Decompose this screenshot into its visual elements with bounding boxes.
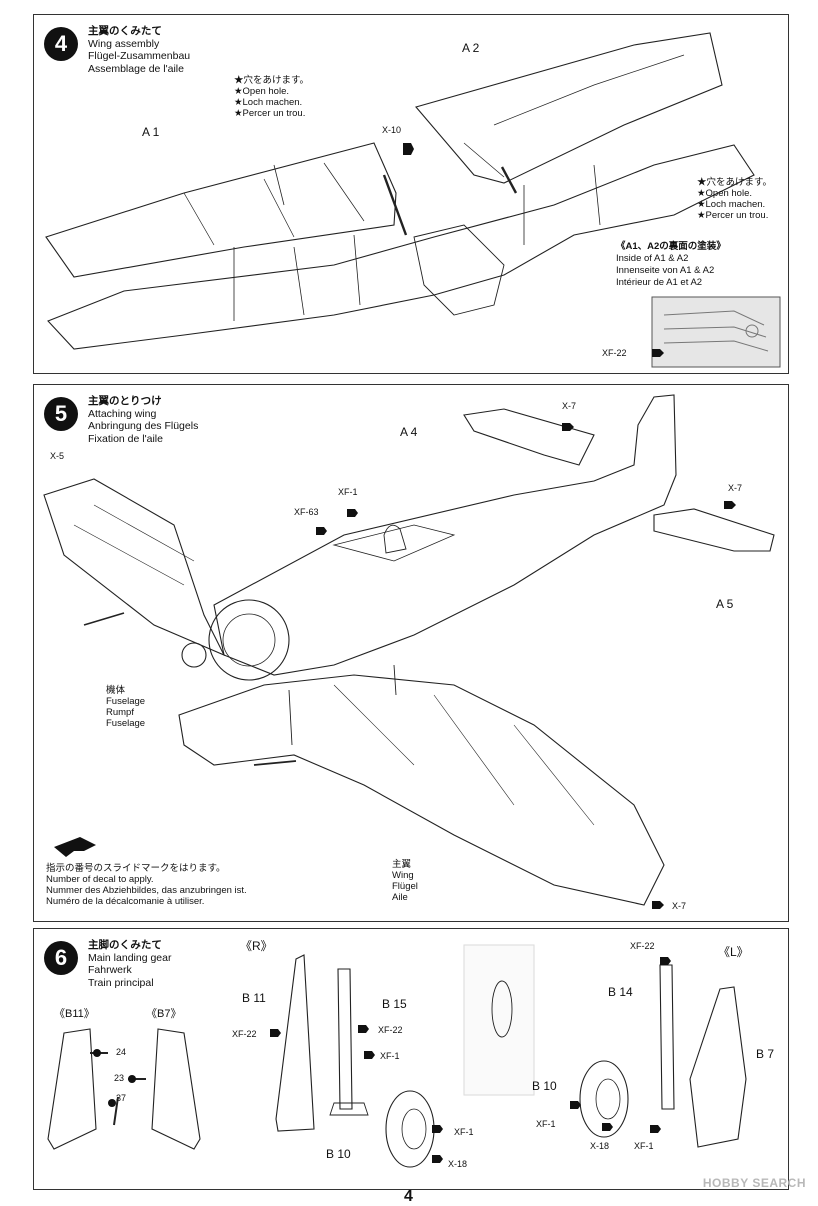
hole-note-right: ★穴をあけます。 ★Open hole. ★Loch machen. ★Perc… — [697, 177, 773, 221]
label-l-x18: X-18 — [590, 1141, 610, 1151]
screw-icon — [602, 1123, 613, 1131]
decal-24: 24 — [116, 1047, 127, 1057]
part-a4-label: A 4 — [400, 425, 418, 439]
inset-paint-label: XF-22 — [602, 348, 627, 358]
screw-icon — [432, 1155, 443, 1163]
label-r-xf22-right: XF-22 — [378, 1025, 403, 1035]
engine-cowling — [208, 599, 290, 681]
fuselage-part — [213, 394, 677, 676]
a2-wing-part — [415, 32, 723, 184]
b10-wheel-right — [385, 1090, 435, 1168]
paint-pointer-icon — [358, 1025, 369, 1033]
label-b11-inset: 《B11》 — [54, 1008, 95, 1020]
step4-title: 主翼のくみたて Wing assembly Flügel-Zusammenbau… — [88, 25, 191, 75]
a4-tailplane-part — [463, 408, 595, 466]
b7-door-inset — [151, 1028, 201, 1150]
paint-pointer-icon — [652, 349, 664, 357]
decal-x7-bottom: X-7 — [672, 901, 687, 911]
hole-note-left: ★穴をあけます。 ★Open hole. ★Loch machen. ★Perc… — [234, 75, 310, 119]
near-wing-part — [178, 674, 665, 906]
lower-wing-part — [47, 144, 755, 350]
b10-wheel-left — [579, 1060, 629, 1138]
label-left-side: 《L》 — [718, 945, 749, 959]
paint-pointer-icon — [432, 1125, 443, 1133]
inset-photo — [651, 296, 781, 368]
label-r-xf1-lower: XF-1 — [454, 1127, 474, 1137]
decal-pointer-icon — [128, 1075, 136, 1083]
step5-panel: 5 主翼のとりつけ Attaching wing Anbringung des … — [33, 384, 789, 922]
step-number-5: 5 — [44, 397, 78, 431]
label-right-side: 《R》 — [240, 939, 273, 953]
step4-panel: 4 主翼のくみたて Wing assembly Flügel-Zusammenb… — [33, 14, 789, 374]
part-a2-label: A 2 — [462, 41, 480, 55]
a1-wing-part — [45, 142, 397, 278]
page-number: 4 — [404, 1188, 413, 1205]
watermark: HOBBY SEARCH — [702, 1176, 806, 1190]
step6-title: 主脚のくみたて Main landing gear Fahrwerk Train… — [88, 939, 172, 989]
decal-pointer-icon — [652, 901, 664, 909]
label-l-b10: B 10 — [532, 1079, 557, 1093]
reference-photo — [463, 944, 535, 1096]
decal-23: 23 — [114, 1073, 125, 1083]
label-r-b15: B 15 — [382, 997, 407, 1011]
decal-x7-right: X-7 — [728, 483, 743, 493]
b11-door-right — [275, 954, 315, 1132]
wing-assembly-drawing — [45, 32, 781, 368]
fuselage-caption: 機体 Fuselage Rumpf Fuselage — [106, 685, 146, 729]
wing-caption: 主翼 Wing Flügel Aile — [392, 859, 418, 903]
decal-note: 指示の番号のスライドマークをはります。 Number of decal to a… — [46, 863, 247, 907]
decal-pointer-icon — [724, 501, 736, 509]
a5-tailplane-part — [653, 508, 775, 552]
label-l-xf22: XF-22 — [630, 941, 655, 951]
paint-pointer-icon — [270, 1029, 281, 1037]
label-r-xf1-upper: XF-1 — [380, 1051, 400, 1061]
paint-pointer-icon — [316, 527, 327, 535]
step6-panel: 6 主脚のくみたて Main landing gear Fahrwerk Tra… — [33, 928, 789, 1190]
label-l-xf1-left: XF-1 — [536, 1119, 556, 1129]
label-l-b14: B 14 — [608, 985, 633, 999]
label-r-b11: B 11 — [242, 991, 266, 1005]
label-l-xf1-bottom: XF-1 — [634, 1141, 654, 1151]
landing-gear-drawing — [47, 944, 747, 1168]
pilot-figure — [383, 524, 407, 554]
decal-pointer-icon — [93, 1049, 101, 1057]
paint-xf1: XF-1 — [338, 487, 358, 497]
label-r-x18: X-18 — [448, 1159, 468, 1169]
paint-pointer-icon — [650, 1125, 661, 1133]
decal-x7-top: X-7 — [562, 401, 577, 411]
label-l-b7: B 7 — [756, 1047, 775, 1061]
paint-xf63: XF-63 — [294, 507, 319, 517]
b14-strut — [659, 964, 675, 1110]
screw-icon — [403, 143, 414, 155]
decal-pointer-icon — [108, 1099, 116, 1107]
decal-pointer-icon — [562, 423, 574, 431]
decal-pointer-icon — [54, 837, 96, 857]
paint-pointer-icon — [660, 957, 671, 965]
step-number-4: 4 — [44, 27, 78, 61]
label-r-xf22-left: XF-22 — [232, 1029, 257, 1039]
b7-door-left — [689, 986, 747, 1148]
step5-title: 主翼のとりつけ Attaching wing Anbringung des Fl… — [88, 395, 199, 445]
paint-pointer-icon — [347, 509, 358, 517]
paint-pointer-icon — [570, 1101, 581, 1109]
left-wing-part — [43, 478, 226, 657]
b11-door-inset — [47, 1028, 97, 1150]
b15-strut — [337, 968, 353, 1110]
inset-caption: 《A1、A2の裏面の塗装》 Inside of A1 & A2 Innensei… — [616, 241, 726, 288]
aircraft-drawing — [43, 394, 775, 909]
paint-pointer-icon — [364, 1051, 375, 1059]
label-b7-inset: 《B7》 — [146, 1008, 182, 1020]
part-a1-label: A 1 — [142, 125, 160, 139]
label-r-b10: B 10 — [326, 1147, 351, 1161]
decal-x5: X-5 — [50, 451, 65, 461]
decal-37: 37 — [116, 1093, 127, 1103]
screw-label-x10: X-10 — [382, 125, 402, 135]
part-a5-label: A 5 — [716, 597, 734, 611]
step-number-6: 6 — [44, 941, 78, 975]
